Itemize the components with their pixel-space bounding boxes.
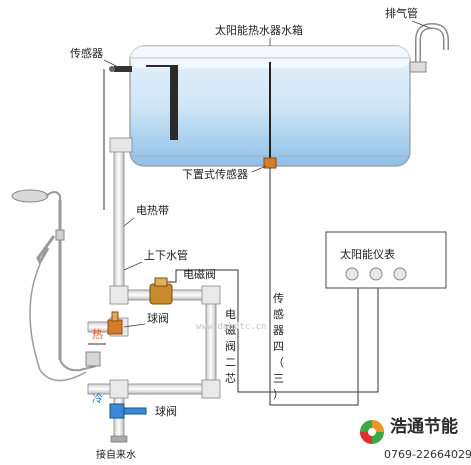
brand-name: 浩通节能 <box>390 416 458 437</box>
svg-text:四: 四 <box>273 340 284 353</box>
svg-text:感: 感 <box>273 308 284 321</box>
solenoid-valve-label: 电磁阀 <box>183 267 216 281</box>
meter-label: 太阳能仪表 <box>340 247 395 261</box>
watermark: www.dghdtc.cn <box>196 322 266 332</box>
cold-ball-valve-label: 球阀 <box>155 404 177 418</box>
svg-text:传: 传 <box>273 292 284 305</box>
tank-label: 太阳能热水器水箱 <box>215 23 303 37</box>
shower-set <box>11 189 106 382</box>
solenoid-valve <box>149 277 173 305</box>
up-down-pipe-label: 上下水管 <box>144 248 188 262</box>
cold-label: 冷 <box>92 392 103 405</box>
svg-text:二: 二 <box>225 356 236 369</box>
svg-text:阀: 阀 <box>225 339 236 353</box>
exhaust-pipe <box>409 22 449 73</box>
svg-text:器: 器 <box>273 324 284 337</box>
svg-text:三: 三 <box>273 372 284 385</box>
svg-text:芯: 芯 <box>225 371 236 385</box>
bottom-sensor-label: 下置式传感器 <box>182 168 248 181</box>
hot-label: 热 <box>92 328 103 341</box>
svg-text:（: （ <box>273 356 284 369</box>
svg-text:电: 电 <box>225 308 236 321</box>
hot-ball-valve-label: 球阀 <box>147 311 169 325</box>
svg-text:）: ） <box>273 388 284 401</box>
solar-meter <box>325 231 447 289</box>
sensor-wire-label: 传 感 器 四 （ 三 ） <box>273 292 284 401</box>
brand-logo <box>360 420 384 444</box>
sensor-label: 传感器 <box>70 47 103 60</box>
internal-sensor-rod <box>170 66 178 140</box>
heating-band-label: 电热带 <box>136 204 169 217</box>
exhaust-pipe-label: 排气管 <box>385 6 418 20</box>
water-inlet-label: 接自来水 <box>96 448 136 461</box>
water-tank <box>129 45 411 167</box>
top-sensor <box>109 66 132 72</box>
brand-phone: 0769-22664029 <box>384 448 471 461</box>
svg-text:磁: 磁 <box>225 324 236 337</box>
sensor-wire <box>103 69 359 406</box>
hot-ball-valve <box>107 311 123 335</box>
solenoid-wire <box>162 269 379 393</box>
solenoid-wire-label: 电 磁 阀 二 芯 <box>225 308 236 385</box>
cold-ball-valve <box>109 403 147 419</box>
